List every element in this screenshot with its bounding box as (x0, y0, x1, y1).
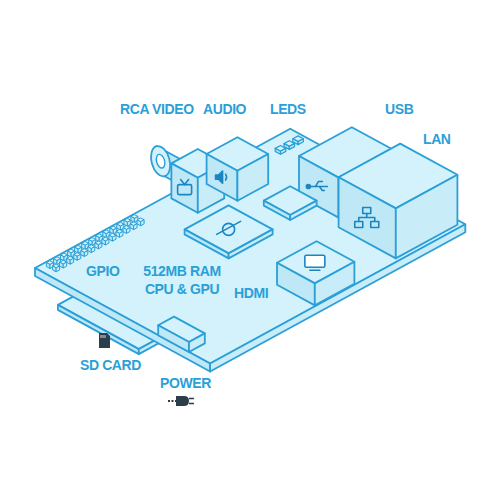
rca-video-block-side (171, 163, 197, 212)
gpio-pin-front (84, 251, 88, 257)
part-label: LAN (423, 130, 451, 148)
gpio-pin-front (91, 247, 95, 253)
part-label: SD CARD (80, 356, 141, 374)
gpio-pin-front (112, 235, 116, 241)
power-connector (158, 317, 205, 352)
gpio-pin-front (120, 231, 124, 237)
part-label: HDMI (234, 284, 268, 302)
power-connector-side (158, 325, 189, 352)
gpio-pin-side (109, 235, 113, 241)
sd-card-icon (99, 333, 110, 348)
part-label: RCA VIDEO (120, 100, 194, 118)
gpio-pin (60, 260, 67, 268)
led-front (298, 139, 303, 145)
monitor-symbol (305, 255, 325, 270)
gpio-pin-side (81, 251, 85, 257)
gpio-pin-front (141, 220, 145, 226)
audio-jack-block (207, 137, 269, 201)
part-label: POWER (160, 374, 211, 392)
power-connector-front (189, 333, 205, 352)
cpu-chip-side (185, 229, 229, 258)
gpio-pin (67, 256, 74, 264)
gpio-pin-side (67, 258, 71, 264)
led-side (284, 144, 289, 150)
lan-port-front (396, 175, 458, 259)
gpio-pin (53, 264, 60, 272)
lan-port-side (339, 177, 396, 258)
gpio-pin-side (88, 247, 92, 253)
gpio-pin-front (105, 239, 109, 245)
gpio-pin (88, 245, 95, 253)
gpio-pin-side (74, 254, 78, 260)
gpio-pin (130, 222, 137, 230)
gpio-pin (95, 241, 102, 249)
gpio-pin-side (46, 263, 50, 269)
gpio-pin (123, 226, 130, 234)
gpio-pin-front (70, 258, 74, 264)
hdmi-port-front (315, 262, 355, 306)
small-chip-side (264, 201, 290, 220)
gpio-pin-front (56, 266, 60, 272)
usb-symbol (306, 182, 327, 191)
lan-port (339, 144, 458, 259)
gpio-pin (109, 233, 116, 241)
chip-logo (217, 221, 241, 235)
cpu-chip-top (185, 205, 273, 253)
gpio-pin-side (123, 228, 127, 234)
speaker-symbol (216, 171, 227, 183)
circuit-board-top (35, 129, 465, 364)
gpio-pin-side (60, 262, 64, 268)
part-label: LEDS (270, 100, 306, 118)
gpio-pin (137, 218, 144, 226)
gpio-pin (81, 249, 88, 257)
gpio-pin-front (63, 262, 66, 268)
tv-symbol (178, 180, 192, 195)
led (293, 136, 304, 145)
cpu-chip (185, 205, 273, 258)
small-chip-front (290, 201, 316, 220)
gpio-pin-front (127, 228, 131, 234)
hdmi-port (277, 241, 354, 305)
audio-jack-block-front (237, 154, 268, 201)
led-side (293, 139, 298, 145)
circuit-board-front (210, 224, 465, 371)
part-label: USB (385, 100, 413, 118)
gpio-pin-front (77, 254, 81, 260)
led-side (275, 148, 280, 154)
gpio-pin-side (53, 266, 57, 272)
audio-jack-block-side (207, 154, 238, 201)
gpio-pin-side (95, 243, 99, 249)
gpio-pin-side (130, 224, 134, 230)
gpio-pin-front (98, 243, 102, 249)
cpu-chip-front (229, 229, 273, 258)
small-chip (264, 186, 317, 220)
circuit-board (35, 129, 465, 372)
gpio-pin-side (137, 220, 141, 226)
power-plug-icon (168, 396, 194, 406)
gpio-pin (102, 237, 109, 245)
gpio-pin (74, 253, 81, 261)
part-label: AUDIO (203, 100, 246, 118)
gpio-pin (116, 229, 123, 237)
led-front (281, 148, 286, 154)
led-front (289, 144, 294, 150)
gpio-pin-side (102, 239, 106, 245)
part-label: GPIO (86, 262, 119, 280)
part-label: 512MB RAM CPU & GPU (140, 262, 224, 298)
gpio-pin-front (134, 224, 138, 230)
gpio-pin-side (116, 231, 120, 237)
hdmi-port-side (277, 263, 315, 306)
network-symbol (355, 208, 379, 228)
